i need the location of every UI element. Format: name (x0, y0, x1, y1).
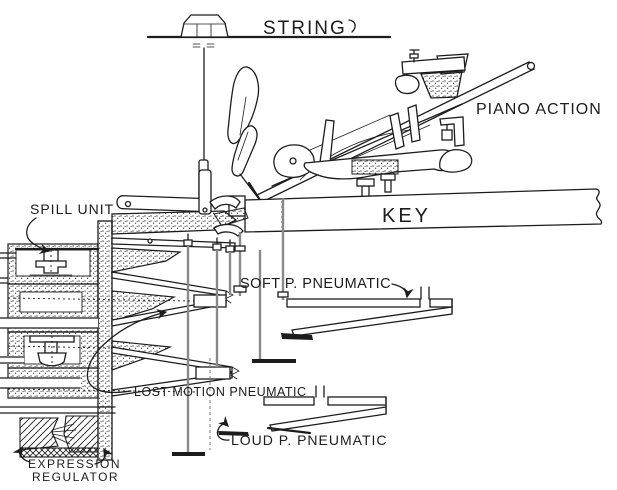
jack-post (389, 112, 405, 150)
spill-unit-label: SPILL UNIT (30, 201, 114, 217)
stack-wall (97, 220, 113, 461)
stack-tier-wedge (111, 247, 182, 273)
action-bracket (439, 116, 465, 147)
lost-motion-bellows-lower (111, 346, 240, 397)
expression-regulator-label-line1: EXPRESSION (28, 457, 121, 471)
string-leader (348, 19, 356, 33)
tracker-dashed-lines (7, 297, 197, 393)
damper-head (231, 125, 258, 177)
repetition-post (407, 104, 421, 143)
piano-action (256, 49, 536, 203)
transfer-lever (116, 169, 249, 237)
expression-regulator-label-line2: REGULATOR (32, 470, 119, 484)
knife-valve (51, 423, 77, 445)
hammer-head (227, 66, 260, 145)
loud-pneumatic-leader (216, 415, 230, 441)
jack (319, 119, 335, 164)
wippen (303, 149, 473, 180)
soft-pneumatic (281, 286, 453, 340)
loud-pneumatic-hinge (218, 431, 249, 436)
expression-valve (29, 335, 75, 367)
wippen-spoon (439, 149, 473, 173)
lost-motion-leader (86, 309, 168, 394)
butt-felt-block (420, 70, 463, 99)
expression-regulator-block (0, 406, 116, 458)
loud-pneumatic-moving-board (269, 406, 387, 432)
spill-unit-leader (26, 217, 51, 254)
soft-pneumatic-hinge (281, 333, 313, 340)
damper-stem (239, 173, 263, 204)
soft-pneumatic-moving-board (291, 306, 453, 337)
soft-pneumatic-label: SOFT P. PNEUMATIC (240, 276, 391, 292)
spill-valve (29, 249, 73, 276)
loud-pneumatic-label: LOUD P. PNEUMATIC (231, 432, 388, 448)
letoff-screw (380, 173, 396, 193)
key-body (244, 188, 603, 233)
stack-tier-wedge (111, 290, 177, 322)
key-pivot-mark (247, 181, 260, 199)
hammer-rest-rail (401, 49, 466, 75)
loud-pneumatic (218, 385, 387, 436)
pressure-bar (180, 14, 229, 38)
lost-motion-label: LOST MOTION PNEUMATIC (134, 385, 307, 399)
tuning-marks (192, 43, 215, 48)
catcher (394, 74, 420, 95)
soft-pneumatic-leader (391, 283, 414, 299)
piano-action-label: PIANO ACTION (476, 101, 602, 118)
expression-regulator-leader-left (12, 446, 31, 463)
annotations: STRING PIANO ACTION KEY SPILL UNIT SOFT … (12, 18, 602, 484)
key-label: KEY (382, 205, 431, 227)
pneumatic-stack (97, 169, 296, 461)
push-rods (172, 198, 296, 456)
hammer-damper (227, 66, 263, 204)
string-label: STRING (263, 18, 347, 39)
expression-regulator-leader-right (94, 447, 114, 465)
valve-chest (0, 243, 197, 458)
